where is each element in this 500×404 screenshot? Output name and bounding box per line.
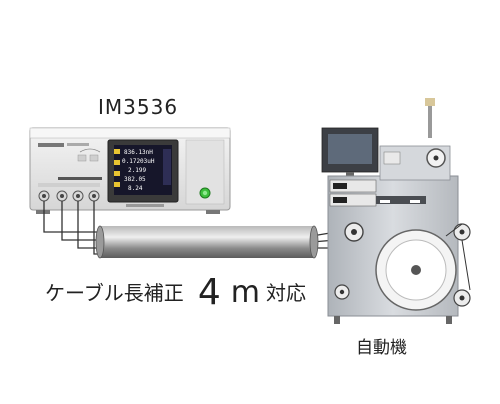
tape-path — [445, 223, 471, 291]
analyzer-screen — [114, 145, 172, 195]
analyzer-screen-base — [126, 204, 164, 207]
bnc-terminal-core — [76, 194, 80, 198]
analyzer-top-edge — [29, 127, 231, 139]
bnc-terminal-core — [92, 194, 96, 198]
screen-readout-3: 2.199 — [128, 167, 146, 174]
cable-bundle — [95, 225, 319, 259]
screen-tab — [114, 171, 120, 176]
signal-tower-lamp — [425, 98, 435, 106]
terminal-label-strip — [38, 183, 100, 187]
screen-readout-5: 8.24 — [128, 185, 143, 192]
caption-length-value: 4 — [197, 272, 221, 313]
machine-monitor-screen — [328, 134, 372, 164]
rack-display — [333, 183, 347, 189]
analyzer-key — [77, 154, 87, 162]
impedance-analyzer: 836.13nH 0.17203uH 2.199 382.05 8.24 — [29, 127, 231, 214]
roller-hub — [459, 229, 465, 235]
cable-body — [100, 226, 314, 258]
caption-length-unit: m — [230, 275, 260, 310]
screen-tab — [114, 182, 120, 187]
cable-wire — [77, 201, 100, 249]
analyzer-brand-mark — [38, 143, 64, 147]
analyzer-arc-mark — [79, 148, 101, 153]
machine-panel — [383, 151, 401, 165]
analyzer-key — [89, 154, 99, 162]
caption-prefix: ケーブル長補正 — [45, 281, 184, 305]
power-button-highlight — [202, 190, 208, 196]
machine-leg — [334, 316, 340, 324]
bnc-terminal-core — [42, 194, 46, 198]
signal-tower-pole — [428, 98, 432, 138]
analyzer-foot — [36, 210, 50, 214]
screen-readout-2: 0.17203uH — [122, 158, 155, 165]
caption-suffix: 対応 — [265, 281, 306, 305]
screen-readout-1: 836.13nH — [124, 149, 153, 156]
bnc-terminals — [38, 190, 100, 202]
instrument-model-label: IM3536 — [98, 95, 179, 119]
machine-band — [376, 196, 426, 204]
roller-hub — [351, 229, 357, 235]
machine-leg — [446, 316, 452, 324]
rack-display — [333, 197, 347, 203]
machine-band-mark — [380, 200, 390, 203]
automatic-machine — [321, 98, 471, 324]
screen-tab — [114, 160, 120, 165]
machine-monitor-stand — [346, 172, 354, 178]
cable-end-left — [95, 225, 105, 259]
terminal-bracket — [58, 177, 102, 180]
roller-hub — [339, 289, 345, 295]
cable-wire — [43, 201, 100, 233]
large-reel-hub — [411, 265, 421, 275]
roller-hub — [459, 295, 465, 301]
screen-side-menu — [163, 149, 171, 185]
machine-band-mark — [410, 200, 420, 203]
cable-wire — [61, 201, 100, 241]
screen-tab — [114, 149, 120, 154]
bnc-terminal-core — [60, 194, 64, 198]
machine-label: 自動機 — [356, 338, 407, 358]
analyzer-foot — [206, 210, 220, 214]
cable-end-right — [309, 225, 319, 259]
screen-readout-4: 382.05 — [124, 176, 146, 183]
analyzer-model-mark — [67, 143, 89, 146]
reel-hub — [433, 155, 439, 161]
